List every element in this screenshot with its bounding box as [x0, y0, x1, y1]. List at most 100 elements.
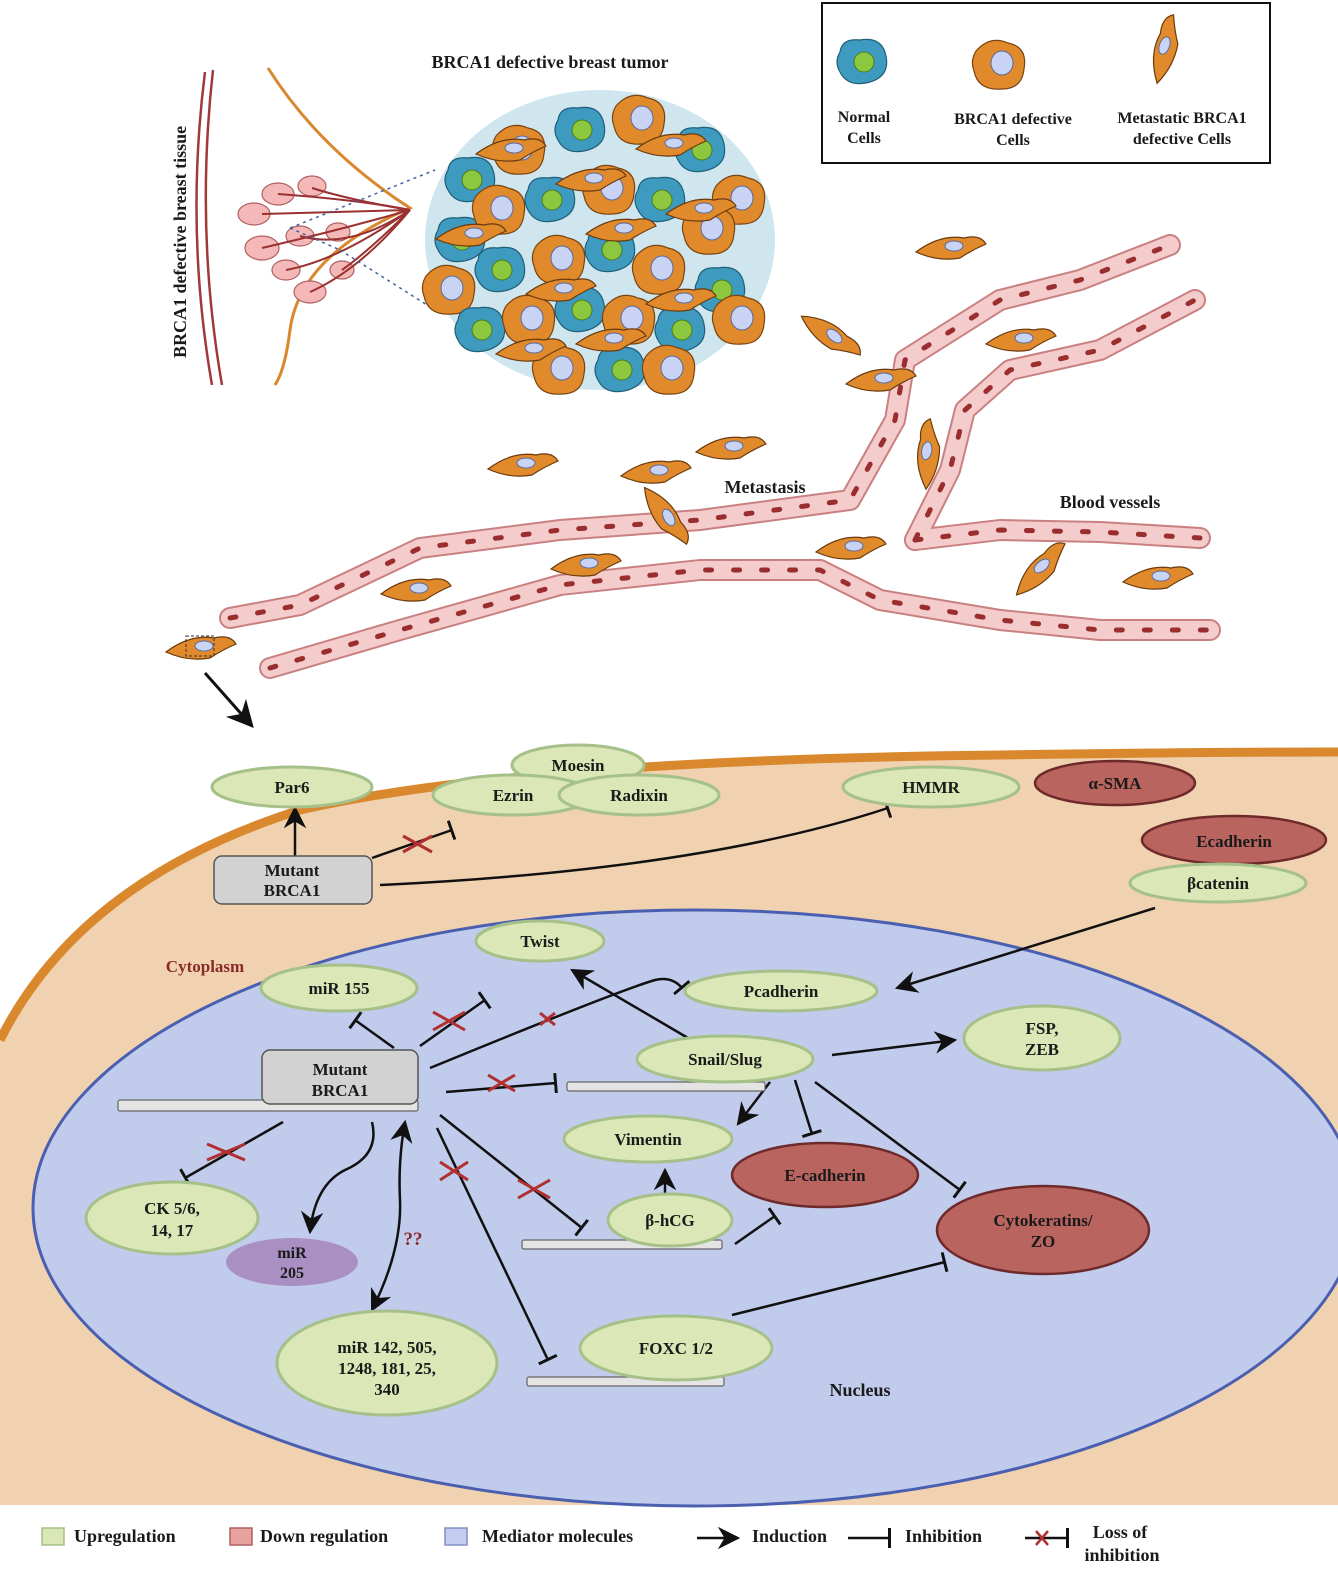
tumor-cluster [421, 90, 775, 395]
legend-up-swatch [41, 1527, 65, 1546]
svg-text:Cytokeratins/: Cytokeratins/ [993, 1211, 1092, 1230]
loss-of-inhibition-marks [206, 834, 556, 1200]
svg-text:1248, 181, 25,: 1248, 181, 25, [338, 1359, 436, 1378]
svg-text:Ecadherin: Ecadherin [1196, 832, 1272, 851]
cytoplasm-label: Cytoplasm [166, 957, 244, 976]
legend-normal-line1: Normal [838, 109, 891, 126]
svg-text:β-hCG: β-hCG [645, 1211, 695, 1230]
edge-bcatenin-pcadherin [894, 906, 1156, 993]
svg-text:Pcadherin: Pcadherin [744, 982, 819, 1001]
node-cytokeratins-zo: Cytokeratins/ ZO [935, 1184, 1151, 1276]
node-fsp-zeb: FSP, ZEB [962, 1004, 1122, 1072]
svg-text:CK 5/6,: CK 5/6, [144, 1199, 200, 1218]
legend-metastatic-line1: Metastatic BRCA1 [1117, 110, 1246, 127]
ducts [261, 187, 411, 293]
legend-mediator-swatch [444, 1527, 468, 1546]
svg-text:FOXC 1/2: FOXC 1/2 [639, 1339, 713, 1358]
legend-defective-line1: BRCA1 defective [954, 111, 1072, 128]
node-e-cadherin: E-cadherin [730, 1141, 920, 1209]
svg-text:ZEB: ZEB [1025, 1040, 1059, 1059]
node-radixin: Radixin [557, 773, 721, 817]
edge-foxc-cytokeratins [731, 1252, 949, 1317]
svg-text:FSP,: FSP, [1026, 1019, 1059, 1038]
svg-text:ZO: ZO [1031, 1232, 1056, 1251]
zoom-lines [289, 169, 436, 311]
svg-text:Radixin: Radixin [610, 786, 668, 805]
svg-text:Twist: Twist [520, 932, 560, 951]
breast-tissue-illustration: BRCA1 defective breast tissue [170, 67, 436, 386]
node-mir142: miR 142, 505, 1248, 181, 25, 340 [275, 1309, 499, 1417]
edge-brca1-hmmr [379, 798, 893, 887]
unknown-link-marker: ?? [404, 1229, 423, 1250]
node-mutant-brca1-nucleus: Mutant BRCA1 [261, 1049, 419, 1105]
node-mir205: miR 205 [226, 1238, 358, 1286]
svg-text:βcatenin: βcatenin [1187, 874, 1249, 893]
svg-text:Vimentin: Vimentin [614, 1130, 682, 1149]
node-pcadherin: Pcadherin [683, 969, 879, 1013]
metastatic-cells [165, 236, 1194, 660]
legend-induction-label: Induction [752, 1526, 827, 1546]
node-hmmr: HMMR [841, 765, 1021, 809]
legend-inhibition-label: Inhibition [905, 1526, 982, 1546]
legend-loss-line2: inhibition [1084, 1545, 1159, 1565]
legend-loss-line1: Loss of [1093, 1522, 1149, 1542]
node-vimentin: Vimentin [562, 1114, 734, 1164]
edge-brca1-pcadherin [429, 977, 691, 1070]
node-par6: Par6 [210, 765, 374, 809]
bottom-legend: Upregulation Down regulation Mediator mo… [41, 1522, 1160, 1565]
svg-text:BRCA1: BRCA1 [264, 881, 321, 900]
legend-down-label: Down regulation [260, 1526, 388, 1546]
interaction-edges [179, 798, 1156, 1366]
svg-text:miR 142, 505,: miR 142, 505, [337, 1338, 436, 1357]
svg-text:340: 340 [374, 1380, 400, 1399]
node-bhcg: β-hCG [606, 1192, 734, 1248]
tissue-label: BRCA1 defective breast tissue [170, 126, 190, 358]
svg-text:HMMR: HMMR [902, 778, 960, 797]
node-ecadherin-membrane: Ecadherin [1140, 814, 1328, 866]
node-bcatenin: βcatenin [1128, 862, 1308, 904]
cell-types-legend: Normal Cells BRCA1 defective Cells Metas… [821, 2, 1271, 164]
edge-brca1-bhcg-gene [439, 1114, 590, 1237]
svg-text:E-cadherin: E-cadherin [784, 1166, 866, 1185]
legend-normal-line2: Cells [847, 130, 881, 147]
svg-text:Snail/Slug: Snail/Slug [688, 1050, 762, 1069]
svg-text:miR: miR [277, 1245, 307, 1262]
svg-text:Moesin: Moesin [552, 756, 605, 775]
edge-brca1-ezrin [371, 820, 457, 860]
edge-snail-fsp [831, 1031, 958, 1057]
node-asma: α-SMA [1033, 759, 1197, 807]
svg-text:BRCA1: BRCA1 [312, 1081, 369, 1100]
edge-snail-cytokeratins [814, 1080, 967, 1199]
legend-down-swatch [229, 1527, 253, 1546]
legend-defective-line2: Cells [996, 132, 1030, 149]
edge-bhcg-ecadherin [734, 1207, 782, 1246]
svg-text:α-SMA: α-SMA [1089, 774, 1143, 793]
legend-metastatic-line2: defective Cells [1133, 131, 1231, 148]
svg-text:Mutant: Mutant [313, 1060, 368, 1079]
tumor-title: BRCA1 defective breast tumor [431, 52, 668, 72]
edge-brca1-mir155 [348, 1011, 395, 1050]
node-ck: CK 5/6, 14, 17 [84, 1180, 260, 1256]
svg-text:14, 17: 14, 17 [151, 1221, 194, 1240]
node-mutant-brca1-cytoplasm: Mutant BRCA1 [213, 855, 373, 905]
svg-text:Par6: Par6 [275, 778, 310, 797]
edge-brca1-mir142 [370, 1119, 413, 1313]
blood-vessels [219, 234, 1221, 679]
node-foxc: FOXC 1/2 [578, 1314, 774, 1382]
svg-text:Mutant: Mutant [265, 861, 320, 880]
edge-brca1-foxc-gene [435, 1127, 558, 1366]
edge-snail-ecadherin [793, 1079, 822, 1138]
normal-cell-icon [836, 38, 888, 85]
svg-text:Ezrin: Ezrin [493, 786, 534, 805]
node-snail-slug: Snail/Slug [635, 1034, 815, 1084]
blood-vessels-label: Blood vessels [1060, 492, 1161, 512]
legend-up-label: Upregulation [74, 1526, 176, 1546]
legend-loss-cross [1035, 1530, 1049, 1546]
svg-text:205: 205 [280, 1265, 304, 1282]
node-twist: Twist [474, 919, 606, 963]
metastasis-label: Metastasis [725, 477, 806, 497]
nucleus-label: Nucleus [829, 1380, 890, 1400]
edge-snail-twist [570, 968, 689, 1040]
edge-brca1-snail-gene [445, 1072, 558, 1094]
